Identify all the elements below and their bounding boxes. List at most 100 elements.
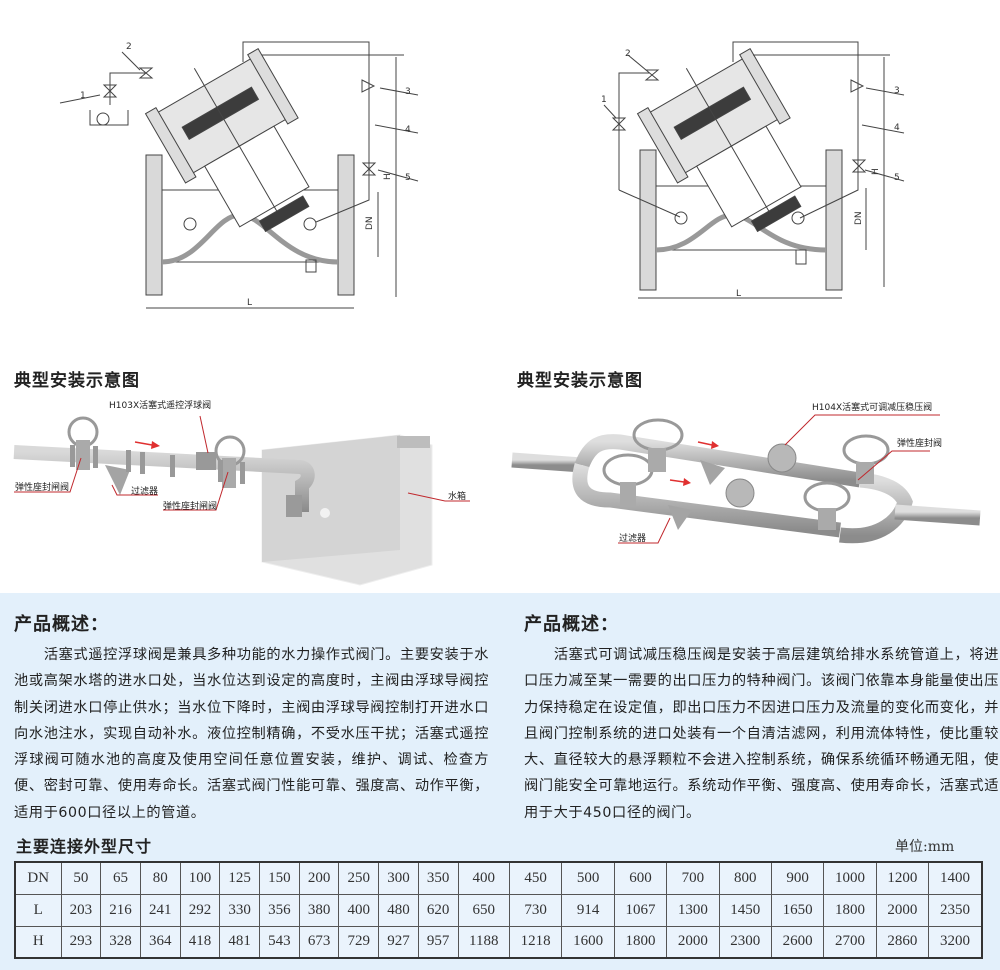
install-diagram-pressure-valve: H104X活塞式可调减压稳压阀 弹性座封阀 过滤器 <box>500 390 1000 590</box>
drawing-label-3: 3 <box>894 86 900 96</box>
callout-tank: 水箱 <box>448 492 467 502</box>
table-cell: 350 <box>417 861 459 895</box>
table-cell: 2600 <box>770 925 825 959</box>
table-cell: 3200 <box>928 925 983 959</box>
install-scene-svg <box>511 414 981 544</box>
table-cell: 673 <box>298 925 340 959</box>
table-cell: 1600 <box>561 925 615 959</box>
table-cell: 730 <box>508 893 563 927</box>
dim-label-l: L <box>736 289 741 299</box>
table-cell: 1067 <box>613 893 668 927</box>
table-cell: 957 <box>417 925 459 959</box>
table-cell: 2000 <box>875 893 930 927</box>
table-cell: 1450 <box>718 893 772 927</box>
table-cell: 1200 <box>875 861 930 895</box>
drawing-label-1: 1 <box>80 91 86 101</box>
table-cell: 1188 <box>457 925 510 959</box>
install-title-right: 典型安装示意图 <box>517 371 643 391</box>
drawing-label-2: 2 <box>126 42 132 52</box>
callout-filter: 过滤器 <box>131 487 159 497</box>
table-cell: 241 <box>139 893 181 927</box>
table-cell: 2300 <box>718 925 772 959</box>
dimensions-title: 主要连接外型尺寸 <box>16 837 153 856</box>
table-cell: 450 <box>508 861 563 895</box>
table-cell: 543 <box>259 925 300 959</box>
table-cell: 900 <box>770 861 825 895</box>
table-cell: 50 <box>60 861 102 895</box>
table-cell: 914 <box>561 893 615 927</box>
table-cell: 500 <box>561 861 615 895</box>
valve-drawing-pressure: 1 2 3 4 5 L DN H <box>500 0 1000 345</box>
table-cell: 1650 <box>770 893 825 927</box>
dim-label-dn: DN <box>854 211 864 225</box>
table-cell: 380 <box>298 893 340 927</box>
table-cell: 481 <box>219 925 261 959</box>
table-cell: 600 <box>613 861 668 895</box>
table-cell: 250 <box>338 861 380 895</box>
table-cell: 80 <box>139 861 181 895</box>
table-cell: 364 <box>139 925 181 959</box>
table-cell: 620 <box>417 893 459 927</box>
row-header: DN <box>14 861 62 895</box>
row-header: H <box>14 925 62 959</box>
table-cell: 328 <box>100 925 141 959</box>
table-cell: 400 <box>338 893 380 927</box>
table-cell: 418 <box>179 925 221 959</box>
table-cell: 216 <box>100 893 141 927</box>
overview-float-valve: 产品概述： 活塞式遥控浮球阀是兼具多种功能的水力操作式阀门。主要安装于水池或高架… <box>14 610 489 826</box>
table-cell: 293 <box>60 925 102 959</box>
overview-pressure-valve: 产品概述： 活塞式可调试减压稳压阀是安装于高层建筑给排水系统管道上，将进口压力减… <box>524 610 999 826</box>
table-cell: 1800 <box>613 925 668 959</box>
valve-section-svg: 1 2 3 4 5 L DN H <box>59 41 419 309</box>
callout-gate-valve-outlet: 弹性座封闸阀 <box>163 502 218 512</box>
table-cell: 2860 <box>875 925 930 959</box>
table-cell: 2700 <box>823 925 877 959</box>
dim-label-h: H <box>871 168 881 175</box>
dimensions-unit: 单位:mm <box>895 839 955 855</box>
drawing-label-5: 5 <box>405 173 411 183</box>
valve-section-svg: 1 2 3 4 5 L DN H <box>601 41 905 299</box>
table-cell: 1400 <box>928 861 983 895</box>
table-cell: 729 <box>338 925 380 959</box>
drawing-label-2: 2 <box>625 49 631 59</box>
table-cell: 927 <box>378 925 419 959</box>
callout-gate-valve: 弹性座封阀 <box>897 439 943 449</box>
table-cell: 200 <box>298 861 340 895</box>
table-cell: 1300 <box>666 893 720 927</box>
overview-title: 产品概述： <box>524 614 619 635</box>
dim-label-dn: DN <box>365 216 375 230</box>
callout-filter: 过滤器 <box>619 534 647 544</box>
table-cell: 400 <box>457 861 510 895</box>
callout-main-valve: H103X活塞式遥控浮球阀 <box>109 401 212 411</box>
table-cell: 125 <box>219 861 261 895</box>
dim-label-h: H <box>383 173 393 180</box>
install-diagram-float-valve: H103X活塞式遥控浮球阀 弹性座封闸阀 过滤器 弹性座封闸阀 水箱 <box>0 390 500 590</box>
table-cell: 330 <box>219 893 261 927</box>
table-cell: 150 <box>259 861 300 895</box>
table-cell: 1218 <box>508 925 563 959</box>
drawing-label-5: 5 <box>894 173 900 183</box>
callout-main-valve: H104X活塞式可调减压稳压阀 <box>812 403 933 413</box>
table-cell: 65 <box>100 861 141 895</box>
overview-text: 活塞式遥控浮球阀是兼具多种功能的水力操作式阀门。主要安装于水池或高架水塔的进水口… <box>14 647 489 821</box>
valve-drawing-float: 1 2 3 4 5 L DN H <box>0 0 500 345</box>
drawing-label-4: 4 <box>894 123 900 133</box>
dim-label-l: L <box>247 298 252 308</box>
table-cell: 356 <box>259 893 300 927</box>
overview-text: 活塞式可调试减压稳压阀是安装于高层建筑给排水系统管道上，将进口压力减至某一需要的… <box>524 647 999 821</box>
drawing-label-1: 1 <box>601 95 607 105</box>
table-cell: 1800 <box>823 893 877 927</box>
drawing-label-3: 3 <box>405 87 411 97</box>
table-cell: 650 <box>457 893 510 927</box>
overview-title: 产品概述： <box>14 614 109 635</box>
table-cell: 2000 <box>666 925 720 959</box>
table-cell: 2350 <box>928 893 983 927</box>
install-scene-svg <box>13 415 470 586</box>
drawing-label-4: 4 <box>405 125 411 135</box>
row-header: L <box>14 893 62 927</box>
table-cell: 480 <box>378 893 419 927</box>
callout-gate-valve-inlet: 弹性座封闸阀 <box>15 483 70 493</box>
